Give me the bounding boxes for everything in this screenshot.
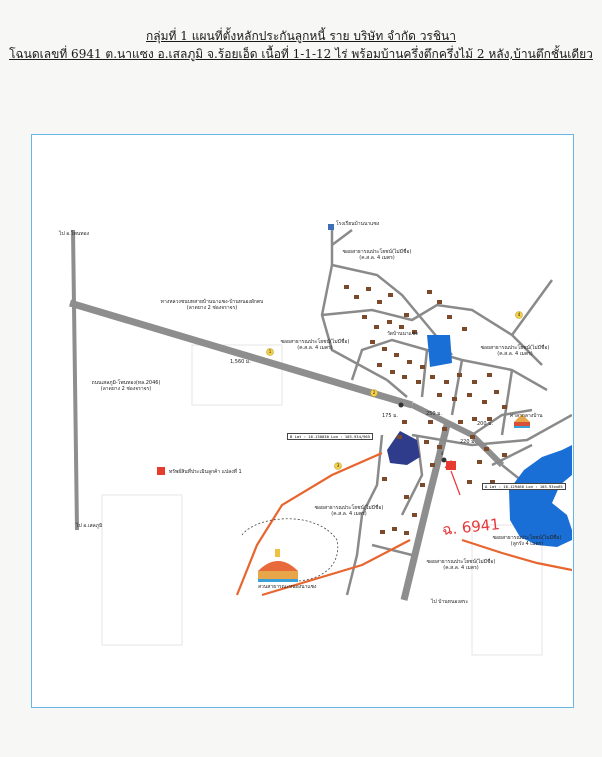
label-park: สวนสาธารณะหนองนาแซง [258, 584, 317, 590]
school-icon [328, 224, 334, 230]
temple-thumbnail [258, 549, 298, 582]
route-lines [235, 451, 572, 597]
alley-label: ซอยสาธารณประโยชน์(ไม่มีชื่อ)(ค.ส.ล. 4 เม… [426, 559, 496, 571]
alley-label: ซอยสาธารณประโยชน์(ไม่มีชื่อ)(ค.ส.ล. 4 เม… [314, 505, 384, 517]
distance-label: 1,560 ม. [230, 359, 251, 365]
house-icons [344, 285, 507, 535]
route-marker: 1 [268, 349, 272, 354]
label-to-phonthong: ไป อ.โพนทอง [59, 231, 90, 237]
coordinate-b: B Lat : 16.130030 Lon : 103.934/965 [287, 433, 374, 440]
route-marker: 4 [517, 312, 521, 317]
point-b [398, 402, 404, 408]
south-road [400, 424, 451, 601]
alley-label: ซอยสาธารณประโยชน์(ไม่มีชื่อ)(ค.ส.ล. 4 เม… [280, 339, 350, 351]
temple-icon-east [514, 414, 530, 428]
coordinate-a: A Lat : 16.129460 Lon : 103.93xx65 [482, 483, 566, 490]
deed-subtitle: โฉนดเลขที่ 6941 ต.นาแซง อ.เสลภูมิ จ.ร้อย… [9, 47, 593, 61]
alley-label: ซอยสาธารณประโยชน์(ไม่มีชื่อ)(ลูกรัง 4 เม… [492, 535, 562, 547]
label-temple: วัดบ้านนาแซง [387, 331, 418, 337]
river-shape [509, 445, 572, 547]
label-local-road: ทางหลวงชนบทสายบ้านนาแซง-บ้านหนองผักตบ (ล… [142, 299, 282, 311]
road-2046-lanes: (ลาดยาง 2 ช่องจราจร) [100, 386, 152, 392]
distance-label: 220 ม. [460, 439, 477, 445]
label-to-nong-sa-kra: ไป บ้านหนองสระ [431, 599, 469, 605]
alley-label: ซอยสาธารณประโยชน์(ไม่มีชื่อ)(ค.ส.ล. 4 เม… [342, 249, 412, 261]
lake-shape [387, 431, 420, 465]
subject-parcel [446, 461, 456, 470]
distance-label: 250 ม. [426, 411, 443, 417]
legend-swatch [157, 467, 165, 475]
legend-label: ทรัพย์สินที่ประเมินลูกค้า แปลงที่ 1 [169, 469, 242, 475]
distance-label: 200 ม. [477, 421, 494, 427]
map-canvas [68, 224, 572, 656]
route-marker: 3 [336, 463, 340, 468]
label-to-selaphum: ไป อ.เสลภูมิ [76, 523, 103, 529]
pond-shape [427, 335, 452, 367]
highway-2046 [71, 229, 79, 531]
route-marker: 4 [440, 451, 444, 456]
route-marker-dots [266, 311, 523, 470]
distance-label: 175 ม. [382, 413, 399, 419]
map-title: กลุ่มที่ 1 แผนที่ตั้งหลักประกันลูกหนี้ ร… [146, 29, 456, 43]
local-road-lanes: (ลาดยาง 2 ช่องจราจร) [186, 305, 238, 311]
alley-label: ซอยสาธารณประโยชน์(ไม่มีชื่อ)(ค.ส.ล. 4 เม… [480, 345, 550, 357]
road-2046-name: ถนนเสลภูมิ-โพนทอง(ทล.2046) [91, 380, 161, 386]
route-marker: 2 [372, 390, 376, 395]
location-map: ไป อ.โพนทอง ไป อ.เสลภูมิ ถนนเสลภูมิ-โพนท… [31, 134, 574, 708]
label-school: โรงเรียนบ้านนาแซง [336, 221, 380, 227]
label-road-2046: ถนนเสลภูมิ-โพนทอง(ทล.2046) (ลาดยาง 2 ช่อ… [80, 380, 172, 392]
point-a [441, 457, 447, 463]
label-village-hall: ศาลากลางบ้าน [510, 413, 543, 419]
local-road [68, 299, 414, 409]
local-road-name: ทางหลวงชนบทสายบ้านนาแซง-บ้านหนองผักตบ [160, 299, 264, 305]
